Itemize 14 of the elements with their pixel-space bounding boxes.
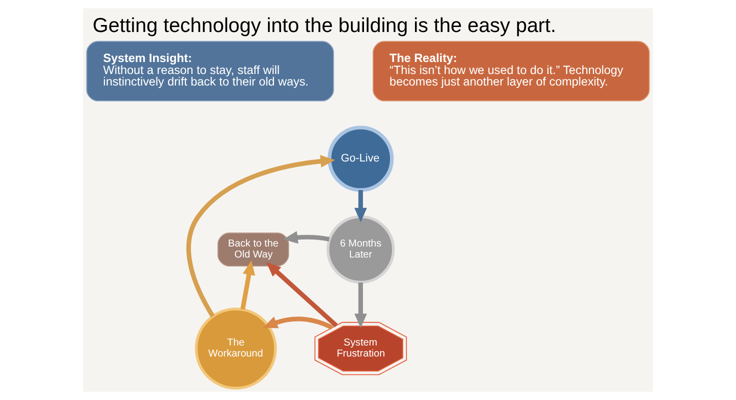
node-box: Back to the Old Way	[217, 232, 290, 266]
arrow	[354, 282, 367, 328]
node-box: The Reality: “This isn’t how we used to do it.” Technology becomes just another layer of complexity.	[372, 40, 650, 102]
node-circle: Go-Live	[328, 126, 394, 192]
arrow	[240, 260, 256, 310]
arrow	[186, 154, 335, 318]
node-box: System Insight: Without a reason to stay, staff will instinctively drift back to their old ways.	[86, 40, 334, 102]
node-circle: The Workaround	[194, 308, 277, 390]
arrow	[283, 231, 330, 244]
arrow	[266, 262, 338, 328]
arrow	[262, 316, 334, 330]
node-circle: 6 Months Later	[326, 215, 395, 284]
arrow	[354, 190, 367, 222]
diagram-title: Getting technology into the building is the easy part.	[92, 14, 556, 37]
